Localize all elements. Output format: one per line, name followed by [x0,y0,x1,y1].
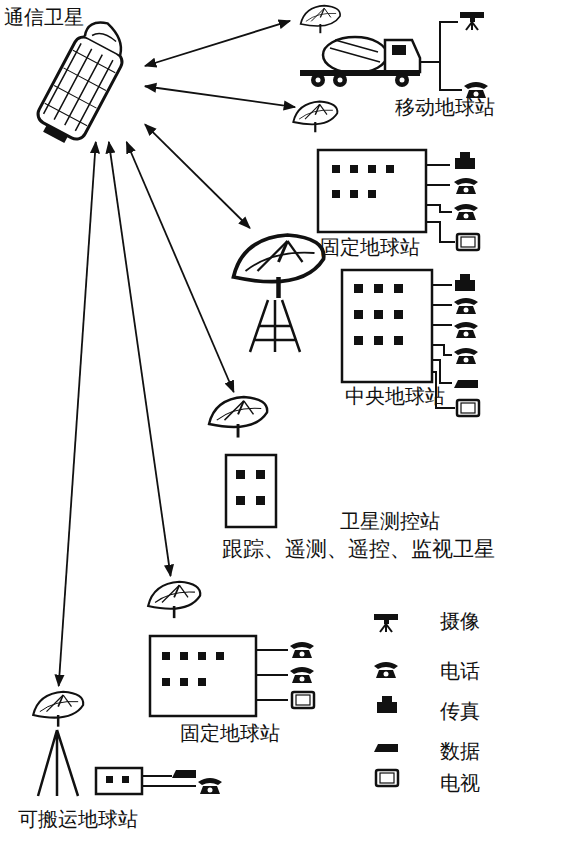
signal-link [59,142,96,686]
signal-link [145,86,295,107]
fixed-station: 固定地球站 [140,576,340,750]
station-label: 固定地球站 [320,236,420,258]
legend-label: 传真 [440,700,480,722]
station-label: 移动地球站 [395,96,495,118]
station-label: 中央地球站 [345,385,445,407]
station-description: 跟踪、遥测、遥控、监视卫星 [222,538,495,561]
station-label: 通信卫星 [4,6,84,28]
station-label: 固定地球站 [180,722,280,744]
station-label: 卫星测控站 [340,510,440,532]
satellite-node: 通信卫星 [0,4,145,142]
signal-link [127,142,234,392]
fixed-station: 固定地球站 [295,98,495,262]
control-station: 卫星测控站跟踪、遥测、遥控、监视卫星 [205,392,550,570]
legend-label: 摄像 [440,610,480,632]
mobile-station: 移动地球站 [290,4,500,120]
signal-link [145,124,250,228]
legend-label: 数据 [440,740,480,762]
portable-station: 可搬运地球站 [10,686,230,836]
legend-label: 电视 [440,772,480,794]
signal-link [109,142,171,576]
legend-label: 电话 [440,660,480,682]
station-label: 可搬运地球站 [18,808,138,830]
signal-link [145,21,290,66]
